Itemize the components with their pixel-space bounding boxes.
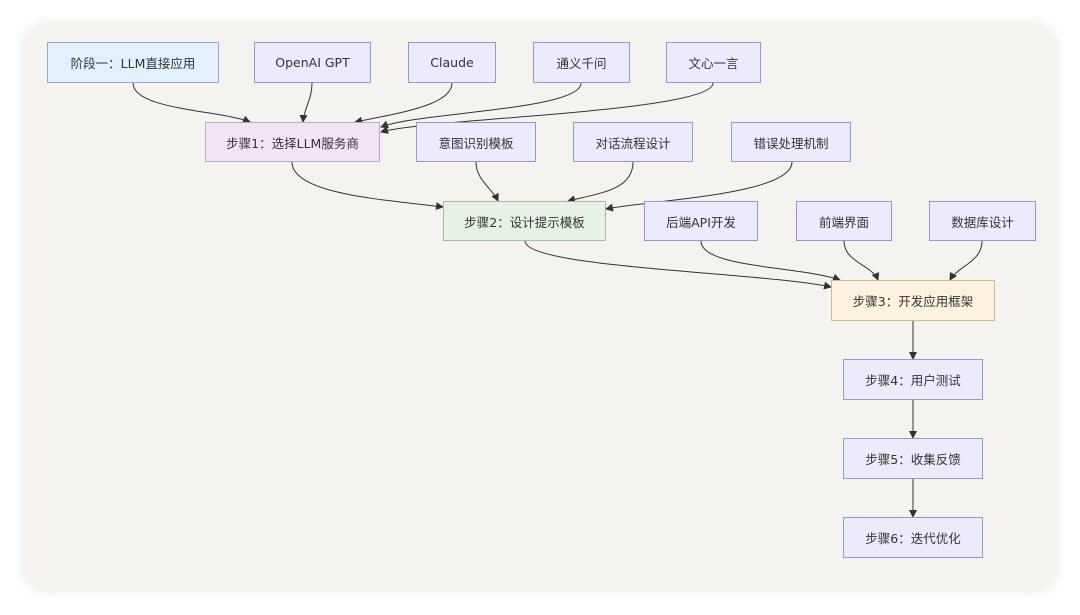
- node-intent-template: 意图识别模板: [416, 122, 536, 162]
- node-dialog-flow: 对话流程设计: [573, 122, 693, 162]
- node-step5: 步骤5：收集反馈: [843, 438, 983, 479]
- node-step2: 步骤2：设计提示模板: [443, 201, 606, 241]
- node-error-handling: 错误处理机制: [731, 122, 851, 162]
- node-frontend-ui: 前端界面: [796, 201, 892, 241]
- node-step3: 步骤3：开发应用框架: [831, 280, 995, 321]
- node-step1: 步骤1：选择LLM服务商: [205, 122, 380, 162]
- node-openai-gpt: OpenAI GPT: [254, 42, 371, 83]
- node-step6: 步骤6：迭代优化: [843, 517, 983, 558]
- node-backend-api: 后端API开发: [644, 201, 758, 241]
- node-claude: Claude: [408, 42, 496, 83]
- node-database: 数据库设计: [929, 201, 1036, 241]
- node-step4: 步骤4：用户测试: [843, 359, 983, 400]
- node-stage1: 阶段一：LLM直接应用: [47, 42, 219, 83]
- node-wenxin: 文心一言: [666, 42, 761, 83]
- node-tongyi: 通义千问: [533, 42, 630, 83]
